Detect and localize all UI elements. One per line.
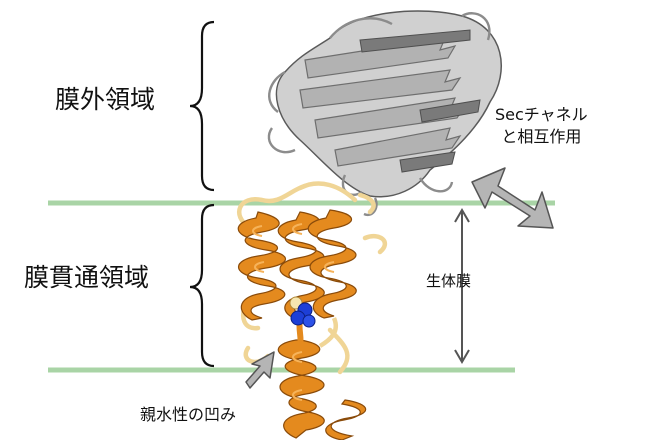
membrane-label: 生体膜 — [426, 272, 472, 290]
sec-interaction-arrow — [471, 167, 554, 229]
sec-interaction-line1: Secチャネル — [495, 105, 588, 124]
transmembrane-domain-label: 膜貫通領域 — [24, 263, 150, 292]
membrane-thickness-arrow — [454, 208, 470, 364]
sec-interaction-label: Secチャネル と相互作用 — [495, 104, 588, 147]
pocket-pointer-arrow — [245, 351, 275, 389]
extracellular-beta-domain — [267, 10, 502, 217]
sec-interaction-line2: と相互作用 — [501, 126, 582, 146]
ligand-molecule — [289, 296, 316, 328]
hydrophilic-pocket-label: 親水性の凹み — [140, 405, 237, 424]
extracellular-domain-label: 膜外領域 — [55, 85, 156, 114]
extracellular-bracket — [189, 20, 215, 192]
transmembrane-bracket — [189, 203, 215, 368]
